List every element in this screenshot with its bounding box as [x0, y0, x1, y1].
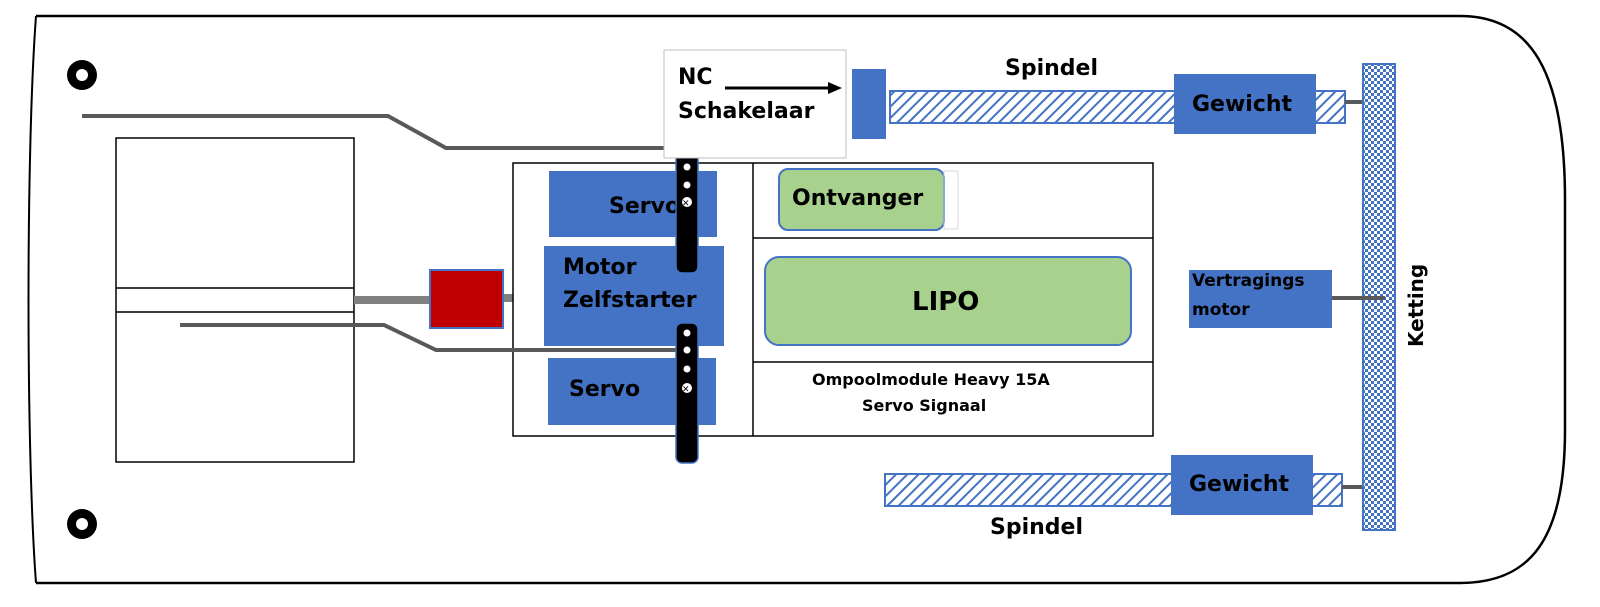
- lipo-battery: [764, 256, 1132, 346]
- hull-outline: [36, 14, 1567, 585]
- chain-label: Ketting: [1404, 264, 1428, 347]
- servo-pushrod-bottom: [180, 323, 686, 352]
- receiver-label: Ontvanger: [792, 186, 923, 211]
- motor-label-line1: Motor: [563, 255, 637, 280]
- weight-bottom: [1171, 455, 1313, 515]
- delay-motor-label-line2: motor: [1192, 300, 1250, 320]
- lipo-label: LIPO: [912, 287, 979, 317]
- delay-motor: [1189, 270, 1332, 328]
- end-stop-block: [852, 69, 886, 139]
- nc-switch: [663, 49, 847, 159]
- svg-text:✕: ✕: [682, 199, 690, 209]
- coupling-block: [429, 269, 504, 329]
- servo-pushrod-top: [82, 114, 686, 150]
- motor-label-line2: Zelfstarter: [563, 288, 697, 313]
- spindle-bottom-label: Spindel: [990, 515, 1083, 540]
- weight-top: [1174, 74, 1316, 134]
- weight-top-label: Gewicht: [1192, 92, 1293, 117]
- svg-text:✕: ✕: [682, 385, 690, 395]
- polarity-module-label-line2: Servo Signaal: [862, 396, 986, 415]
- drive-compartment: [115, 137, 355, 463]
- nc-switch-label-line1: NC: [678, 65, 713, 90]
- servo-bottom-label: Servo: [569, 377, 640, 402]
- polarity-module-label-line1: Ompoolmodule Heavy 15A: [812, 370, 1050, 389]
- servo-top-label: Servo: [609, 194, 680, 219]
- nc-switch-label-line2: Schakelaar: [678, 99, 815, 124]
- delay-motor-label-line1: Vertragings: [1192, 271, 1305, 291]
- spindle-top-label: Spindel: [1005, 56, 1098, 81]
- weight-bottom-label: Gewicht: [1189, 472, 1290, 497]
- transom-line: [27, 15, 37, 584]
